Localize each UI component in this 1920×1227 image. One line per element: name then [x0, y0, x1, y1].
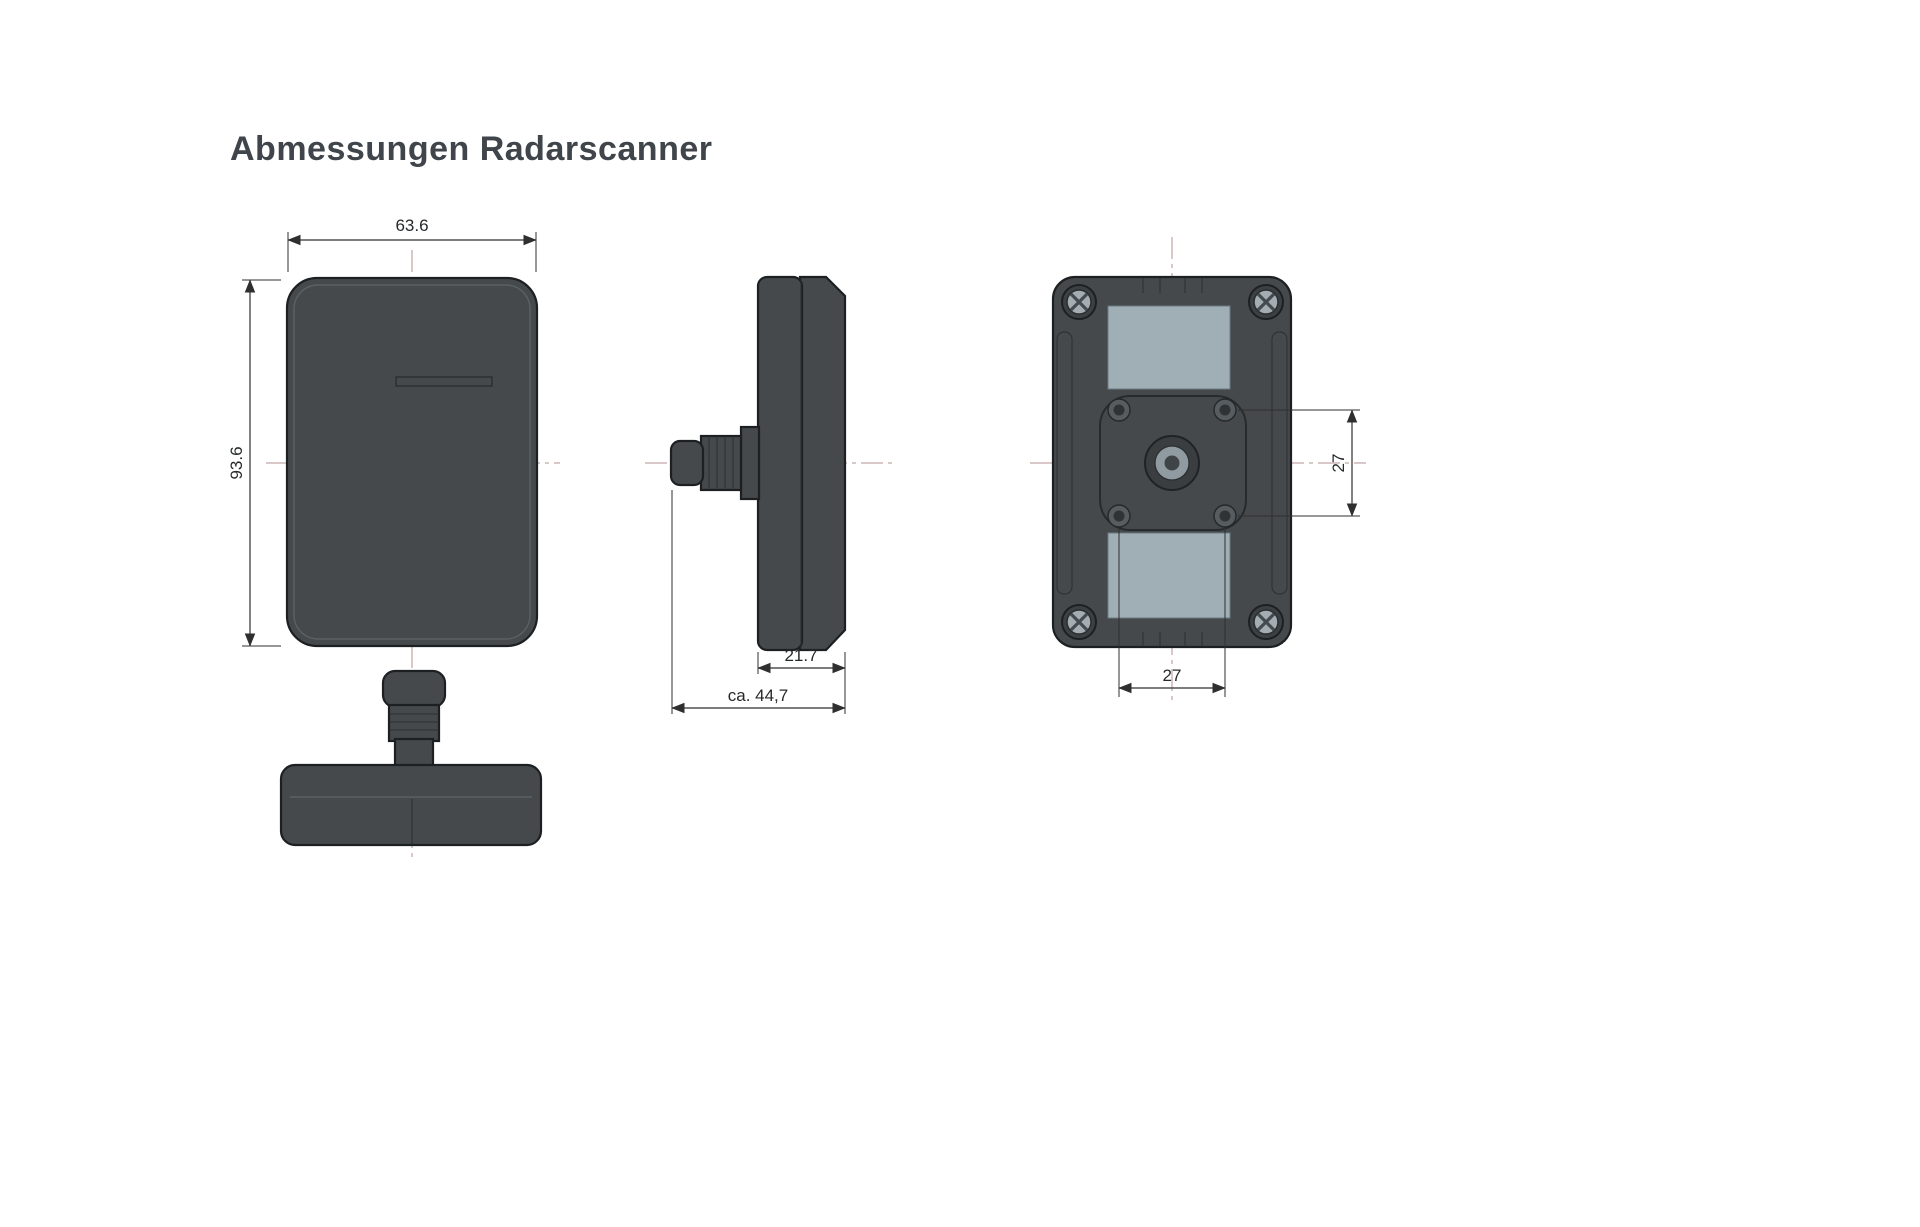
- hole-center: [1219, 404, 1231, 416]
- side-gland-collar: [739, 425, 761, 501]
- hole-center: [1113, 510, 1125, 522]
- dim-front-height: 93.6: [227, 446, 246, 479]
- screw-cross: [1256, 612, 1276, 632]
- front-housing-inner-edge: [293, 284, 531, 640]
- dim-back-horizontal-spacing: 27: [1163, 666, 1182, 685]
- front-width-dimension: 63.6: [287, 216, 537, 272]
- front-slot-detail: [395, 376, 493, 387]
- screw-cross: [1256, 292, 1276, 312]
- center-boss: [1144, 435, 1200, 491]
- mounting-hole: [1213, 398, 1237, 422]
- corner-screw: [1061, 284, 1097, 320]
- hole-center: [1113, 404, 1125, 416]
- bottom-view: [279, 669, 543, 847]
- front-housing: [285, 276, 539, 648]
- mounting-hole: [1107, 504, 1131, 528]
- side-front-plate: [756, 275, 804, 652]
- right-flange-slot: [1271, 331, 1288, 595]
- side-gland-cap: [669, 439, 705, 487]
- front-view: 63.6 93.6: [227, 216, 560, 862]
- dim-side-depth: 21.7: [784, 646, 817, 665]
- left-flange-slot: [1056, 331, 1073, 595]
- screw-cross: [1069, 292, 1089, 312]
- corner-screw: [1248, 284, 1284, 320]
- back-view: 27 27: [1030, 237, 1366, 700]
- side-back-half: [798, 275, 847, 652]
- top-pad: [1107, 305, 1231, 390]
- back-horizontal-spacing-dimension: 27: [1118, 528, 1226, 697]
- mounting-plate-outline: [1099, 395, 1247, 531]
- boss-center: [1164, 455, 1180, 471]
- page-title: Abmessungen Radarscanner: [230, 130, 713, 168]
- front-height-dimension: 93.6: [227, 279, 281, 647]
- corner-screw: [1248, 604, 1284, 640]
- gland-cap: [381, 669, 447, 709]
- dim-side-total-depth: ca. 44,7: [728, 686, 789, 705]
- side-view: 21.7 ca. 44,7: [645, 275, 893, 714]
- side-gland-body: [699, 434, 743, 492]
- gland-neck: [393, 737, 435, 769]
- dim-back-vertical-spacing: 27: [1329, 454, 1348, 473]
- screw-cross: [1069, 612, 1089, 632]
- side-total-depth-dimension: ca. 44,7: [671, 490, 846, 714]
- bottom-pad: [1107, 532, 1231, 619]
- corner-screw: [1061, 604, 1097, 640]
- gland-body: [387, 703, 441, 743]
- dim-front-width: 63.6: [395, 216, 428, 235]
- hole-center: [1219, 510, 1231, 522]
- back-vertical-spacing-dimension: 27: [1238, 409, 1360, 517]
- bottom-base-plate: [279, 763, 543, 847]
- mounting-hole: [1107, 398, 1131, 422]
- mounting-hole: [1213, 504, 1237, 528]
